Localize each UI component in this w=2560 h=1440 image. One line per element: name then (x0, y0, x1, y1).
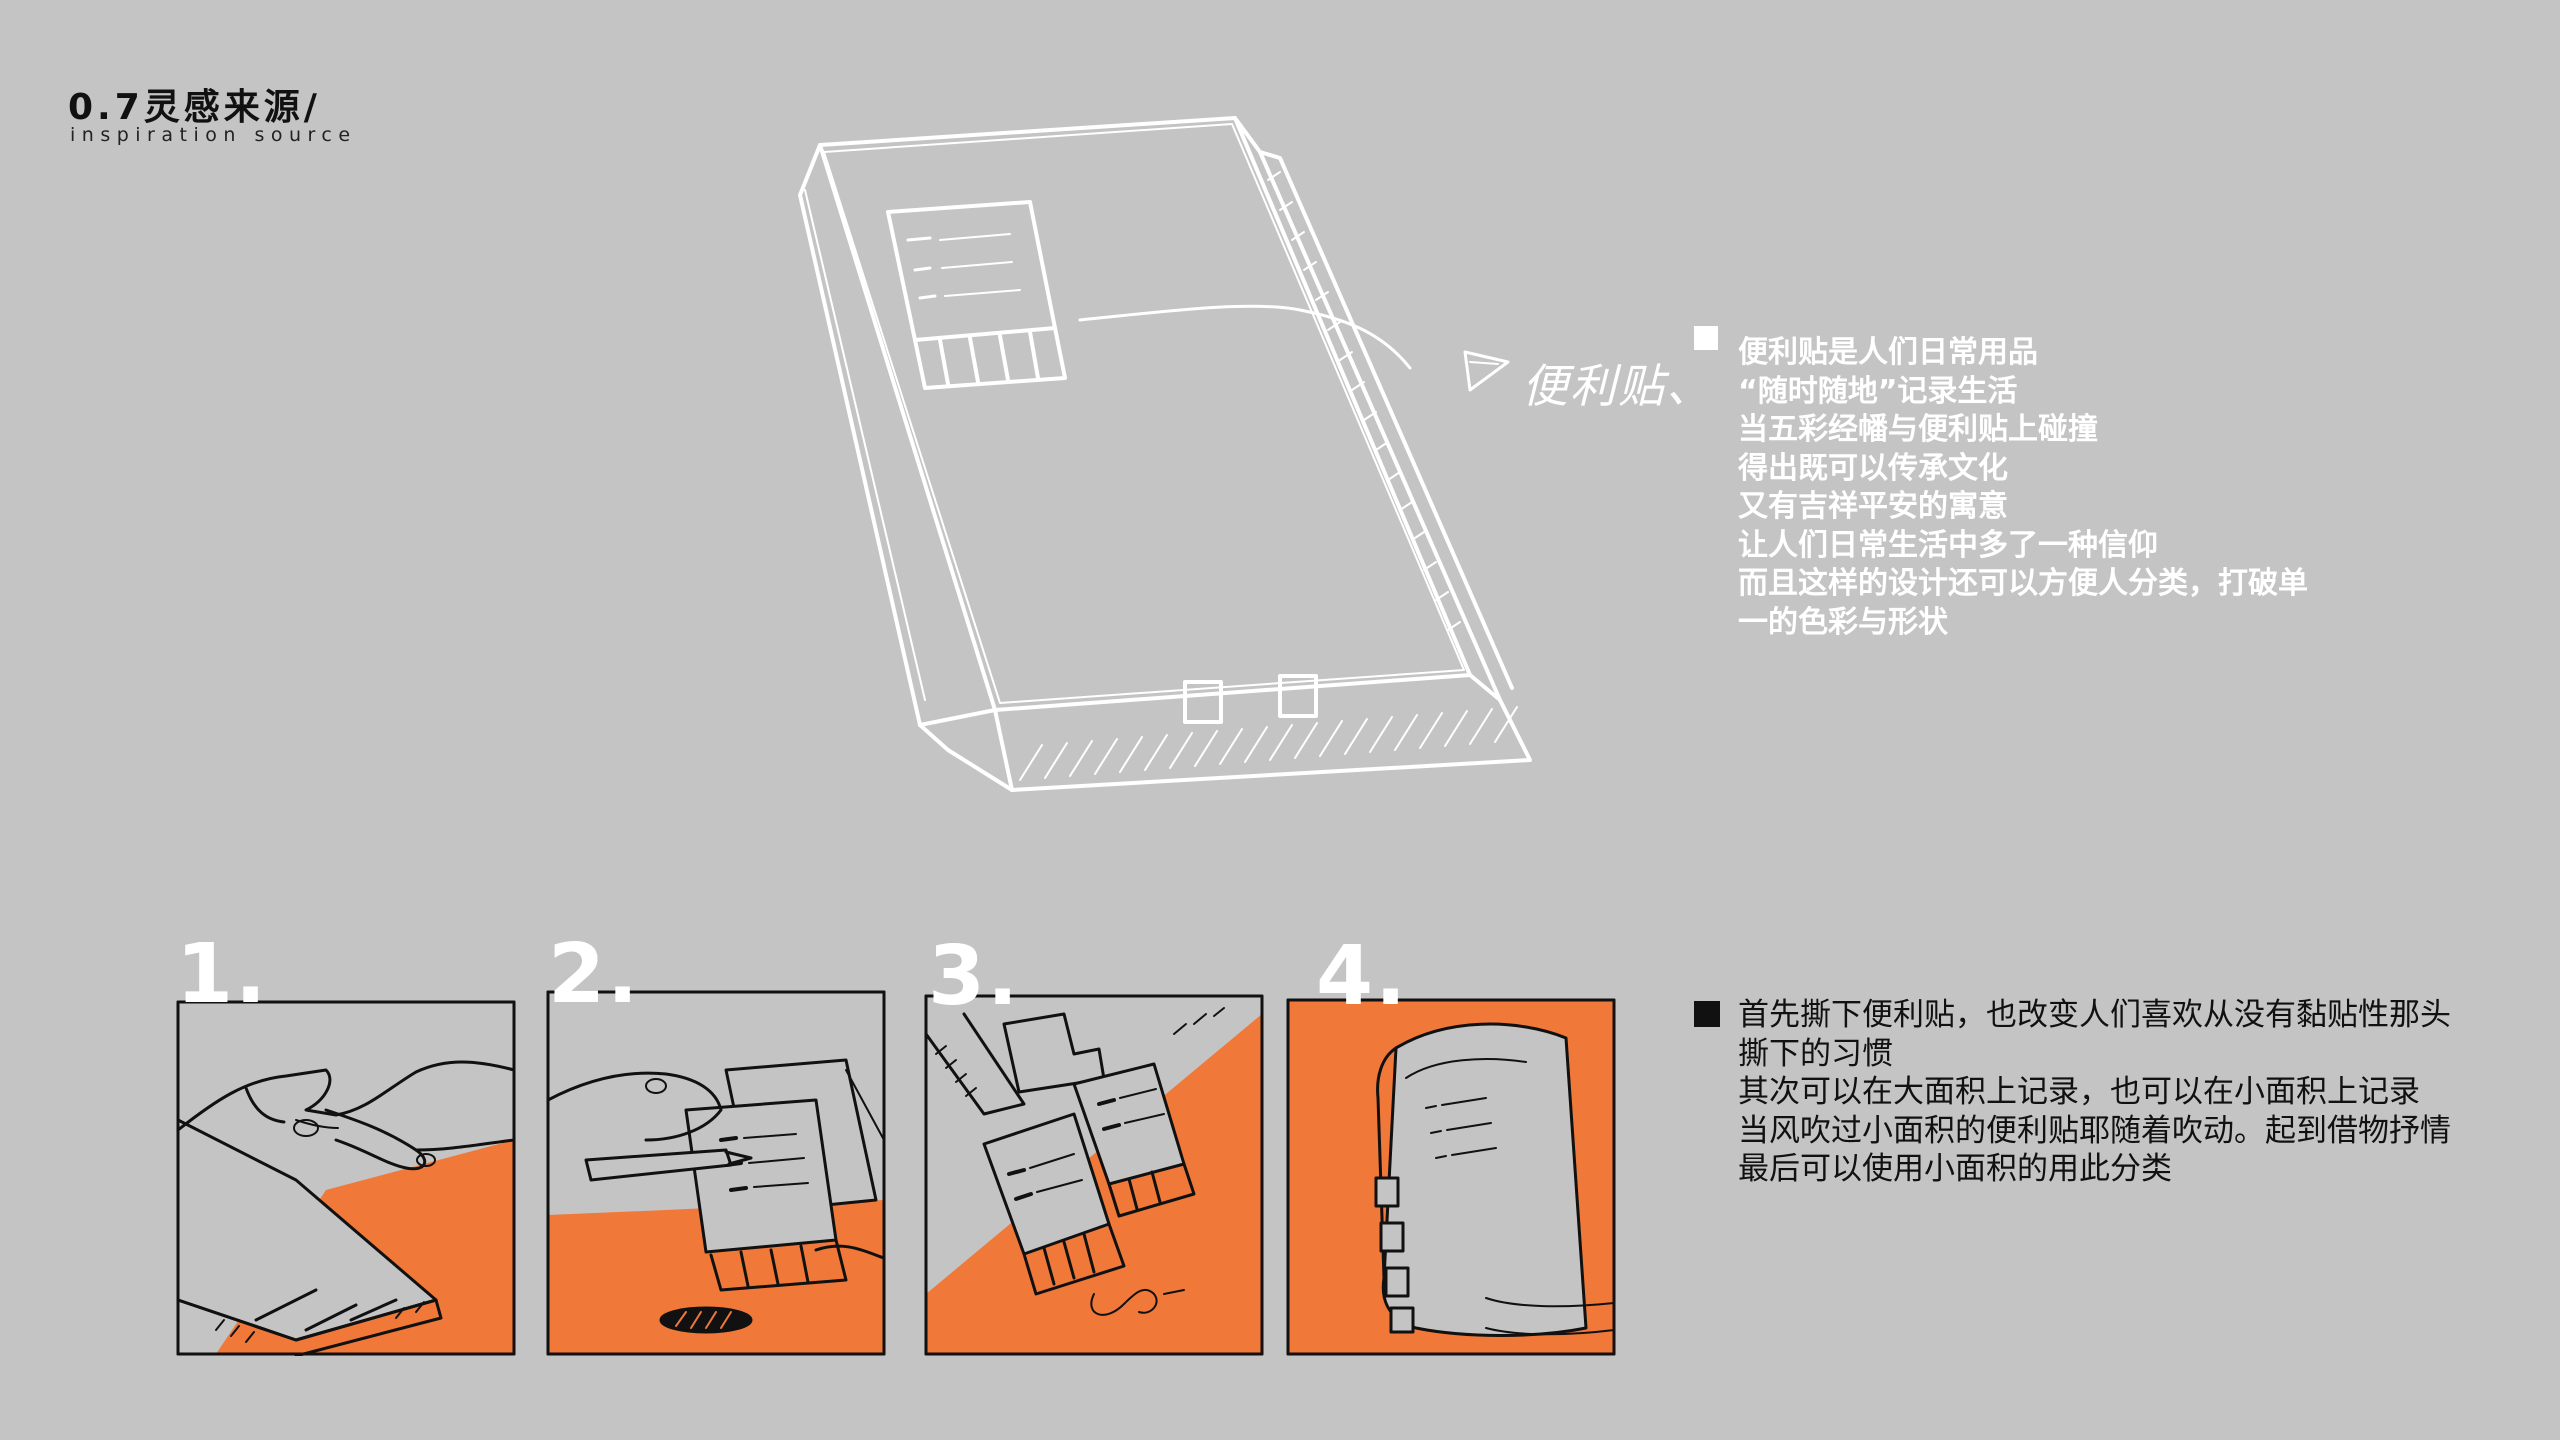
section-subtitle: inspiration source (70, 124, 357, 146)
storyboard-panel-1: 1. (176, 934, 516, 1356)
bullet-square-icon (1694, 1001, 1720, 1027)
panel-number: 4. (1316, 929, 1409, 1024)
description-line: 便利贴是人们日常用品 (1738, 335, 2038, 370)
description-line: 而且这样的设计还可以方便人分类，打破单 (1738, 566, 2308, 601)
description-line: 首先撕下便利贴，也改变人们喜欢从没有黏贴性那头 (1738, 997, 2451, 1033)
description-line: 其次可以在大面积上记录，也可以在小面积上记录 (1738, 1074, 2420, 1110)
description-line: 最后可以使用小面积的用此分类 (1738, 1151, 2172, 1187)
sketch-callout-label: 便利贴、 (1522, 359, 1714, 413)
description-line: 让人们日常生活中多了一种信仰 (1738, 527, 2158, 563)
description-line: 当五彩经幡与便利贴上碰撞 (1738, 412, 2098, 447)
description-line: 又有吉祥平安的寓意 (1738, 489, 2008, 524)
bullet-square-icon (1694, 326, 1718, 350)
description-line: 得出既可以传承文化 (1738, 450, 2008, 486)
description-line: 撕下的习惯 (1738, 1035, 1893, 1072)
storyboard-panel-2: 2. (546, 934, 886, 1356)
description-line: 一的色彩与形状 (1738, 604, 1948, 640)
storyboard-panel-3: 3. (924, 936, 1264, 1356)
panel-number: 1. (176, 927, 269, 1022)
section-title: 0.7灵感来源/ (68, 87, 321, 128)
description-secondary: 首先撕下便利贴，也改变人们喜欢从没有黏贴性那头 撕下的习惯 其次可以在大面积上记… (1738, 996, 2451, 1189)
panel-number: 3. (928, 929, 1021, 1024)
notebook-sketch (798, 116, 1532, 792)
description-line: 当风吹过小面积的便利贴耶随着吹动。起到借物抒情 (1738, 1112, 2451, 1149)
storyboard-panel-4: 4. (1286, 936, 1616, 1356)
description-primary: 便利贴是人们日常用品 “随时随地”记录生活 当五彩经幡与便利贴上碰撞 得出既可以… (1738, 334, 2308, 642)
panel-number: 2. (548, 927, 641, 1022)
description-line: “随时随地”记录生活 (1738, 373, 2018, 409)
